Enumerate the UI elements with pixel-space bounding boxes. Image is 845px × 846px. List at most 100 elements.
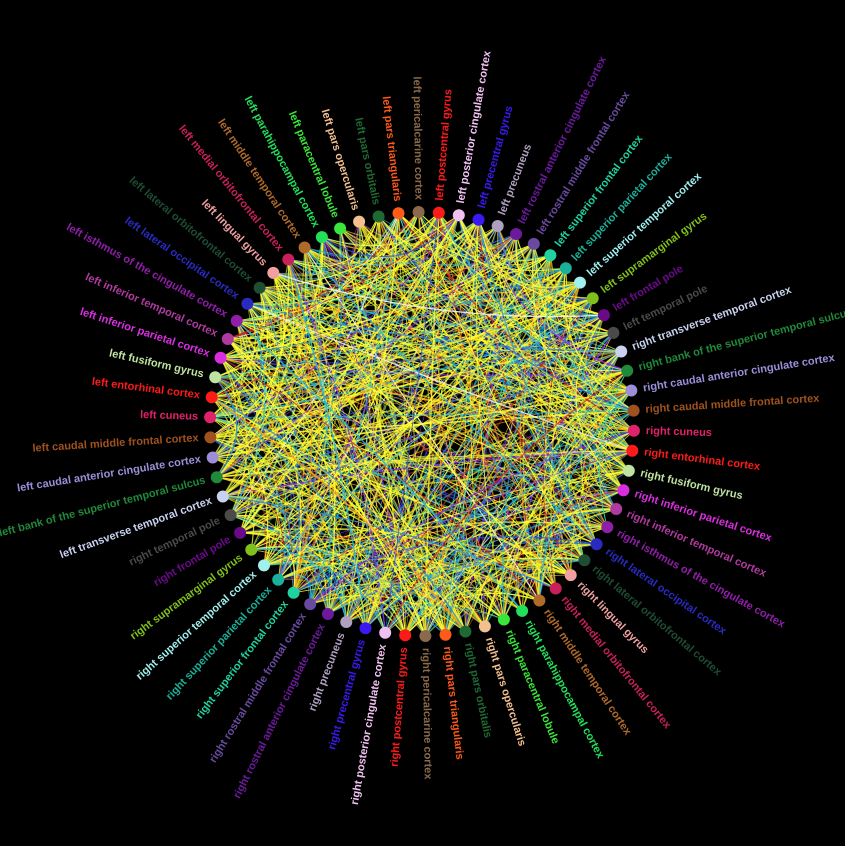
region-node	[478, 620, 491, 633]
connection-line	[236, 320, 633, 452]
connection-line	[240, 532, 296, 593]
region-node	[224, 509, 237, 522]
region-node	[205, 391, 218, 404]
connection-line	[568, 297, 605, 328]
connection-line	[304, 212, 440, 272]
connection-line	[230, 247, 307, 516]
region-node	[607, 326, 620, 339]
connection-line	[239, 214, 460, 534]
region-node	[253, 281, 266, 294]
connection-line	[378, 216, 608, 528]
region-node	[241, 297, 254, 310]
connection-line	[309, 489, 624, 605]
connection-line	[327, 508, 617, 615]
connection-line	[212, 237, 323, 458]
region-node	[214, 351, 227, 364]
connection-line	[563, 268, 634, 412]
connection-line	[210, 297, 593, 438]
region-node	[491, 220, 504, 232]
connection-line	[215, 376, 634, 432]
region-node	[615, 345, 628, 358]
connection-line	[222, 233, 517, 497]
region-node	[315, 231, 328, 244]
region-node	[258, 559, 270, 572]
connection-line	[445, 370, 628, 635]
connection-line	[521, 526, 608, 612]
region-node	[626, 444, 639, 457]
connection-line	[478, 219, 633, 452]
region-node	[245, 543, 258, 556]
connection-line	[216, 476, 347, 623]
region-node	[452, 209, 465, 222]
connection-line	[358, 221, 534, 270]
region-node	[533, 594, 546, 607]
connection-line	[533, 243, 633, 452]
connection-line	[259, 287, 300, 593]
connection-line	[484, 410, 634, 627]
connection-line	[259, 287, 614, 334]
connection-line	[533, 243, 593, 300]
region-node	[204, 411, 217, 424]
region-node	[590, 538, 603, 551]
connection-line	[236, 320, 622, 353]
connection-line	[424, 489, 624, 637]
connection-line	[438, 212, 557, 589]
connection-line	[292, 247, 321, 593]
region-node	[459, 625, 472, 638]
connection-line	[404, 489, 624, 636]
connection-line	[220, 254, 551, 359]
connection-line	[215, 351, 622, 378]
region-label: left cuneus	[140, 409, 198, 423]
region-node	[497, 613, 510, 626]
connection-line	[258, 287, 447, 635]
connection-line	[477, 219, 581, 288]
connection-line	[564, 282, 622, 353]
connection-line	[259, 213, 399, 294]
connection-line	[211, 303, 256, 398]
connection-line	[212, 282, 581, 459]
connection-line	[236, 320, 585, 561]
connection-line	[470, 219, 486, 627]
connection-line	[594, 370, 632, 392]
connection-line	[293, 563, 327, 605]
connection-line	[404, 314, 605, 636]
connection-line	[458, 214, 624, 491]
connection-line	[259, 287, 597, 545]
connection-line	[222, 496, 279, 566]
connection-line	[424, 370, 628, 637]
connection-line	[247, 303, 634, 412]
connection-line	[438, 212, 628, 372]
connection-line	[220, 357, 540, 601]
connection-line	[418, 211, 585, 561]
connection-line	[575, 314, 624, 491]
region-node	[610, 503, 623, 515]
connection-line	[215, 282, 581, 378]
connection-line	[327, 588, 406, 636]
region-node	[267, 266, 280, 279]
connection-line	[304, 247, 597, 545]
region-node	[472, 213, 485, 226]
connection-line	[212, 221, 360, 458]
region-node	[204, 431, 217, 444]
connection-line	[532, 243, 630, 472]
connection-line	[263, 563, 466, 632]
connection-line	[222, 495, 556, 590]
connection-line	[599, 370, 628, 528]
region-label: right pericalcarine cortex	[420, 648, 434, 780]
connection-line	[365, 410, 634, 629]
region-node	[578, 554, 591, 567]
region-node	[287, 586, 300, 599]
connection-line	[321, 236, 540, 601]
region-node	[564, 569, 577, 582]
connection-line	[247, 221, 360, 308]
region-node	[419, 630, 432, 642]
connection-line	[211, 396, 466, 632]
region-node	[412, 206, 425, 218]
connection-line	[304, 247, 632, 391]
connection-line	[572, 537, 597, 561]
region-node	[510, 228, 523, 240]
region-node	[627, 404, 640, 417]
connection-line	[287, 259, 313, 593]
connection-line	[247, 287, 273, 312]
